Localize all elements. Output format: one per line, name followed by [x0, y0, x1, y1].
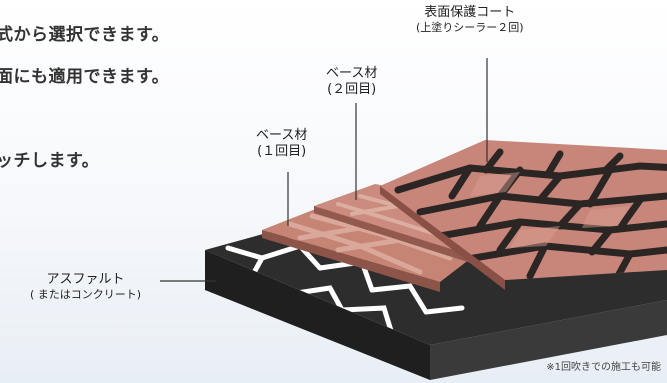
top-coat-front	[380, 186, 505, 290]
label-top-coat: 表面保護コート (上塗りシーラー２回)	[416, 5, 524, 35]
asphalt-front-face	[205, 250, 430, 380]
base-layer-2-front	[314, 206, 480, 266]
label-base-2-sub: (２回目)	[327, 82, 377, 97]
label-base-1-sub: (１回目)	[257, 144, 307, 159]
footnote: ※1回吹きでの施工も可能	[546, 362, 661, 373]
label-base-2: ベース材 (２回目)	[326, 66, 377, 98]
label-base-1-title: ベース材	[256, 128, 308, 143]
intro-line-3: ッチします。	[0, 151, 100, 171]
label-asphalt: アスファルト ( またはコンクリート)	[30, 272, 141, 302]
label-top-coat-title: 表面保護コート	[424, 5, 516, 20]
intro-line-1: 式から選択できます。	[0, 25, 170, 45]
leader-lines	[160, 58, 488, 282]
label-asphalt-title: アスファルト	[46, 272, 125, 287]
asphalt-side-face	[430, 300, 667, 380]
label-base-1: ベース材 (１回目)	[256, 128, 307, 160]
label-asphalt-sub: ( またはコンクリート)	[30, 288, 142, 301]
label-top-coat-sub: (上塗りシーラー２回)	[416, 21, 524, 34]
base-layer-1-front	[262, 230, 440, 292]
top-coat-bricks	[394, 148, 667, 280]
label-base-2-title: ベース材	[326, 66, 378, 81]
intro-line-2: 面にも適用できます。	[0, 67, 170, 87]
